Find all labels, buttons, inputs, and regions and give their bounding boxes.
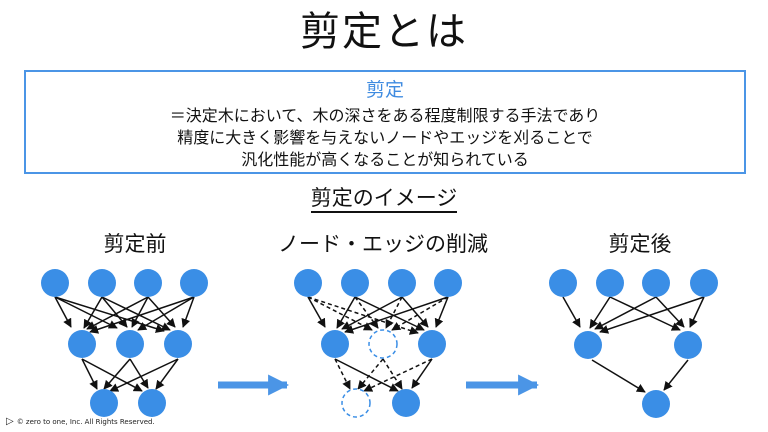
tree-node: [392, 389, 420, 417]
tree-before: [41, 269, 208, 417]
tree-node: [434, 269, 462, 297]
tree-node: [138, 389, 166, 417]
tree-reduction: [294, 269, 462, 418]
definition-label: 剪定: [365, 79, 404, 101]
tree-after: [549, 269, 718, 418]
tree-node: [341, 269, 369, 297]
page-title: 剪定とは: [300, 9, 468, 55]
tree-node: [88, 269, 116, 297]
tree-node: [388, 269, 416, 297]
image-section-title: 剪定のイメージ: [0, 184, 768, 213]
play-logo-icon: ▷: [6, 416, 14, 427]
tree-node: [294, 269, 322, 297]
definition-text: ＝決定木において、木の深さをある程度制限する手法であり 精度に大きく影響を与えな…: [26, 105, 744, 171]
tree-node: [90, 389, 118, 417]
tree-node: [321, 330, 349, 358]
tree-node: [674, 331, 702, 359]
tree-node: [549, 269, 577, 297]
tree-node: [134, 269, 162, 297]
stage-label-reduction: ノード・エッジの削減: [278, 232, 488, 256]
definition-line: 汎化性能が高くなることが知られている: [241, 150, 529, 169]
definition-box: 剪定 ＝決定木において、木の深さをある程度制限する手法であり 精度に大きく影響を…: [24, 70, 746, 174]
stage-label-after: 剪定後: [608, 232, 672, 256]
tree-node: [574, 331, 602, 359]
tree-node: [596, 269, 624, 297]
definition-line: 精度に大きく影響を与えないノードやエッジを刈ることで: [177, 128, 593, 147]
tree-node: [116, 330, 144, 358]
stage-label-before: 剪定前: [103, 232, 167, 256]
tree-node: [180, 269, 208, 297]
tree-node: [642, 390, 670, 418]
tree-node: [164, 330, 192, 358]
pruned-node: [368, 329, 398, 359]
tree-node: [68, 330, 96, 358]
tree-node: [41, 269, 69, 297]
definition-line: ＝決定木において、木の深さをある程度制限する手法であり: [169, 106, 601, 125]
tree-node: [642, 269, 670, 297]
tree-node: [418, 330, 446, 358]
pruned-node: [341, 388, 371, 418]
tree-node: [690, 269, 718, 297]
footer: ▷ © zero to one, Inc. All Rights Reserve…: [6, 415, 155, 429]
copyright-text: © zero to one, Inc. All Rights Reserved.: [16, 418, 155, 426]
